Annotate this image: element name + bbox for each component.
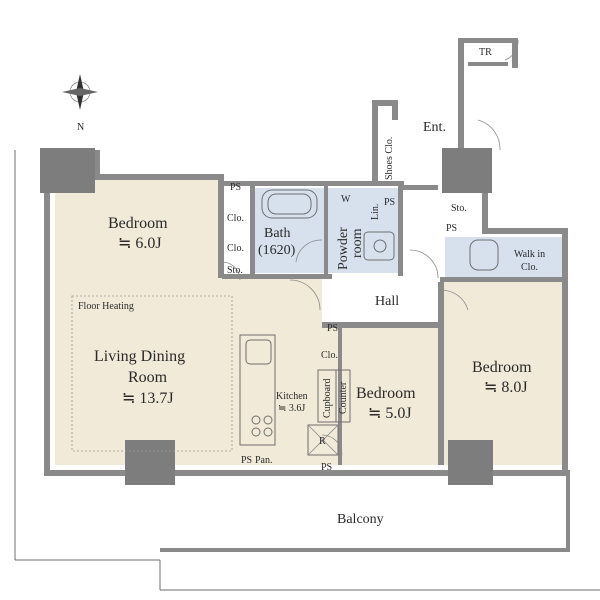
hall-label: Hall: [375, 294, 399, 309]
living-size: ≒ 13.7J: [122, 390, 174, 407]
refrigerator-label: R: [319, 436, 326, 447]
living-line1: Living Dining: [94, 348, 185, 365]
bath-size: (1620): [258, 243, 296, 258]
walkin-line2: Clo.: [521, 262, 538, 273]
counter-label: Counter: [338, 381, 349, 414]
walkin-line1: Walk in: [514, 249, 545, 260]
ps-label-2: PS: [384, 197, 395, 208]
doors: [221, 39, 519, 456]
shoes-closet-label: Shoes Clo.: [384, 137, 395, 180]
closet-label-1: Clo.: [227, 213, 244, 224]
powder-room-line1: Powder: [336, 227, 351, 270]
bedroom-center-size: ≒ 5.0J: [368, 405, 412, 422]
entrance-label: Ent.: [423, 120, 446, 135]
bedroom-right-size: ≒ 8.0J: [484, 379, 528, 396]
bedroom-center-name: Bedroom: [356, 385, 416, 402]
site-outline: [14, 150, 600, 591]
pillars: [40, 148, 493, 485]
kitchen-size: ≒ 3.6J: [278, 403, 305, 414]
north-label: N: [77, 122, 84, 133]
compass: N: [62, 74, 98, 133]
bath-name: Bath: [264, 226, 290, 241]
bedroom-left-name: Bedroom: [108, 215, 168, 232]
ps-label-3: PS: [446, 223, 457, 234]
storage-label-1: Sto.: [227, 265, 243, 276]
floor-heating-label: Floor Heating: [78, 301, 134, 312]
floor-heating-zone: [71, 295, 233, 452]
washer-label: W: [341, 194, 351, 205]
tr-label: TR: [479, 47, 492, 58]
bedroom-left-size: ≒ 6.0J: [118, 235, 162, 252]
ps-label-6: PS: [321, 462, 332, 473]
powder-room-line2: room: [350, 228, 365, 258]
balcony-label: Balcony: [337, 512, 384, 527]
ps-label-4: PS: [327, 323, 338, 334]
cupboard-label: Cupboard: [322, 379, 333, 418]
linen-label: Lin.: [370, 204, 381, 220]
closet-label-2: Clo.: [227, 243, 244, 254]
ps-label-5: PS: [241, 455, 252, 466]
living-line2: Room: [128, 369, 168, 386]
ps-label-1: PS: [230, 182, 241, 193]
kitchen-name: Kitchen: [276, 391, 308, 402]
walls: [44, 38, 570, 552]
bedroom-right-name: Bedroom: [472, 359, 532, 376]
pantry-label: Pan.: [255, 455, 273, 466]
labels: TR Ent. Shoes Clo. PS PS PS PS PS PS Bed…: [78, 47, 545, 527]
closet-label-3: Clo.: [321, 350, 338, 361]
fixtures: [239, 189, 499, 456]
room-fills: [55, 180, 562, 465]
storage-label-2: Sto.: [451, 203, 467, 214]
